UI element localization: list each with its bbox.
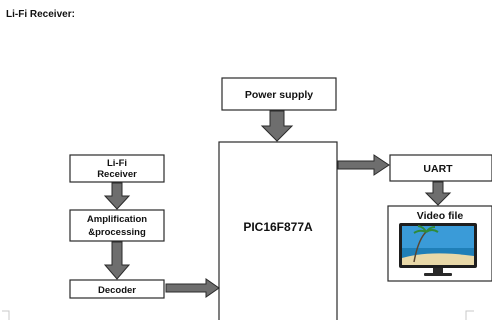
amplification-label-line1: Amplification (87, 214, 147, 225)
lifi-receiver-label-line1: Li-Fi (107, 158, 127, 169)
amplification-block: Amplification &processing (69, 209, 165, 242)
amplification-label-line2: &processing (88, 227, 146, 238)
arrow-pic-to-uart (337, 154, 390, 176)
power-supply-block: Power supply (221, 77, 337, 111)
arrow-amplification-to-decoder (103, 241, 131, 280)
uart-block: UART (389, 154, 492, 182)
video-file-label: Video file (417, 210, 464, 222)
power-supply-label: Power supply (245, 89, 313, 101)
video-file-block: Video file (387, 205, 492, 282)
monitor-icon (399, 223, 477, 276)
decoder-label: Decoder (98, 285, 136, 296)
decoder-block: Decoder (69, 279, 165, 299)
right-corner-mark (465, 310, 474, 320)
diagram-title: Li-Fi Receiver: (6, 9, 75, 20)
left-corner-mark (2, 310, 10, 320)
lifi-receiver-label-line2: Receiver (97, 169, 137, 180)
arrow-uart-to-video-file (424, 181, 452, 206)
pic16f877a-block: PIC16F877A (218, 141, 338, 320)
lifi-receiver-block: Li-Fi Receiver (69, 154, 165, 183)
arrow-power-to-pic (260, 110, 294, 142)
uart-label: UART (423, 163, 453, 175)
arrow-receiver-to-amplification (103, 182, 131, 210)
arrow-decoder-to-pic (165, 278, 220, 298)
pic16f877a-label: PIC16F877A (243, 220, 313, 234)
